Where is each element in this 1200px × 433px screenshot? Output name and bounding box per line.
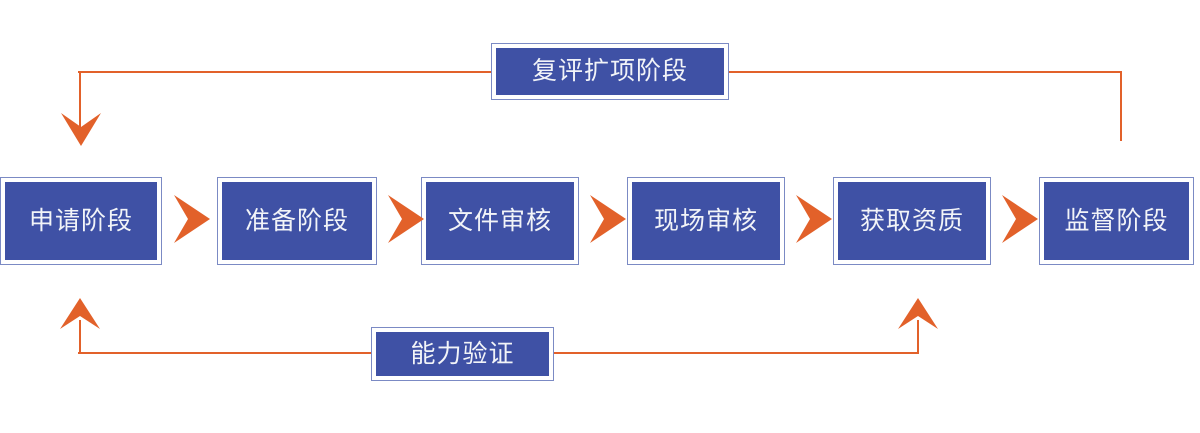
top-loop-right-horizontal xyxy=(726,71,1122,73)
stage-label-apply: 申请阶段 xyxy=(28,206,133,235)
stage-box-prepare[interactable]: 准备阶段 xyxy=(217,177,377,265)
chevron-right-icon-3 xyxy=(588,193,628,245)
chevron-right-icon-5 xyxy=(1000,193,1040,245)
stage-label-site-audit: 现场审核 xyxy=(653,206,758,235)
chevron-right-icon-2 xyxy=(386,193,426,245)
stage-box-site-audit[interactable]: 现场审核 xyxy=(627,177,785,265)
bottom-loop-right-horizontal xyxy=(553,352,919,354)
top-loop-left-vertical xyxy=(79,71,81,138)
loop-box-reassessment-label: 复评扩项阶段 xyxy=(531,57,688,85)
loop-box-proficiency-label: 能力验证 xyxy=(410,339,515,368)
arrow-up-icon-left xyxy=(59,297,101,330)
stage-box-supervise[interactable]: 监督阶段 xyxy=(1039,177,1194,265)
stage-label-supervise: 监督阶段 xyxy=(1064,206,1169,235)
loop-box-reassessment[interactable]: 复评扩项阶段 xyxy=(491,43,729,100)
arrow-down-icon xyxy=(60,112,102,147)
bottom-loop-left-horizontal xyxy=(78,352,374,354)
stage-label-prepare: 准备阶段 xyxy=(244,206,349,235)
stage-box-doc-review[interactable]: 文件审核 xyxy=(421,177,579,265)
arrow-up-icon-right xyxy=(897,297,939,330)
stage-box-apply[interactable]: 申请阶段 xyxy=(0,177,162,265)
loop-box-proficiency[interactable]: 能力验证 xyxy=(371,327,554,381)
stage-label-doc-review: 文件审核 xyxy=(447,206,552,235)
top-loop-left-horizontal xyxy=(78,71,494,73)
chevron-right-icon-4 xyxy=(794,193,834,245)
top-loop-right-vertical xyxy=(1120,71,1122,141)
stage-label-obtain: 获取资质 xyxy=(859,206,964,235)
chevron-right-icon-1 xyxy=(172,193,212,245)
bottom-loop-right-vertical xyxy=(917,320,919,353)
stage-box-obtain[interactable]: 获取资质 xyxy=(833,177,991,265)
bottom-loop-left-vertical xyxy=(79,320,81,353)
